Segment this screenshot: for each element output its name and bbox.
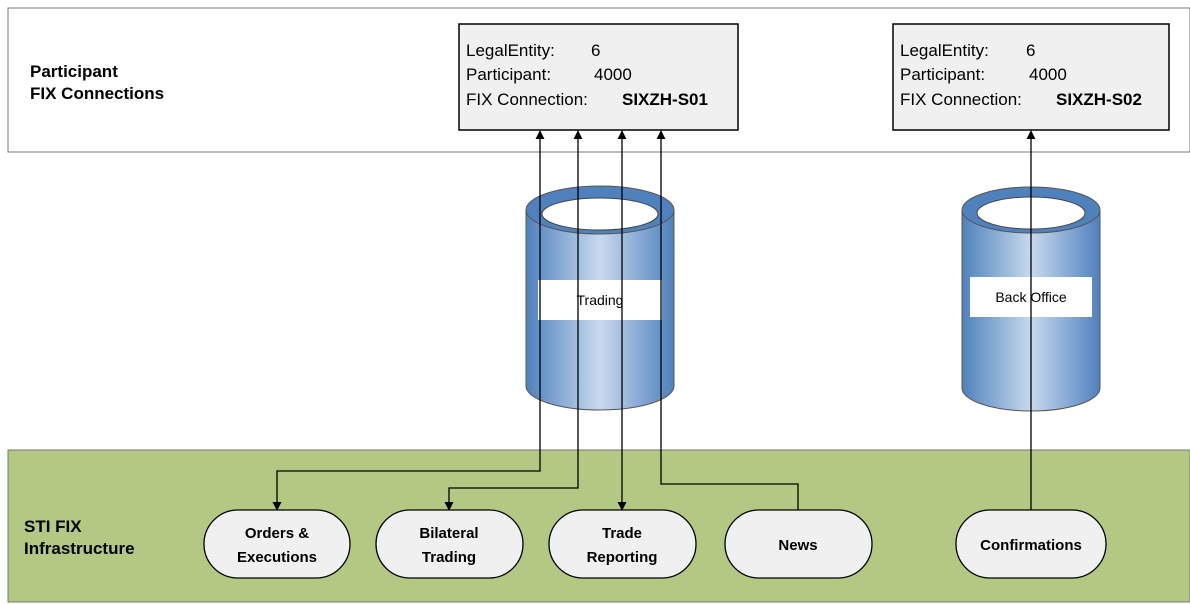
participant-label: Participant: — [900, 65, 985, 84]
service-node-confirmations: Confirmations — [955, 509, 1107, 579]
fix-connection-value: SIXZH-S01 — [622, 90, 708, 109]
legal-entity-value: 6 — [1026, 41, 1035, 60]
trading-channel-cylinder: Trading — [525, 185, 675, 411]
trading-channel-label: Trading — [577, 292, 624, 308]
service-node-news: News — [724, 509, 873, 579]
legal-entity-label: LegalEntity: — [900, 41, 989, 60]
service-node-label-line1: Bilateral — [419, 525, 478, 542]
connection-box-s01: LegalEntity: 6 Participant: 4000 FIX Con… — [458, 23, 739, 131]
connection-box-s02: LegalEntity: 6 Participant: 4000 FIX Con… — [892, 23, 1170, 131]
service-node-bilateral-trading: Bilateral Trading — [375, 509, 524, 579]
service-node-orders-executions: Orders & Executions — [203, 509, 351, 579]
service-node-label-line1: News — [778, 537, 817, 554]
legal-entity-label: LegalEntity: — [466, 41, 555, 60]
participant-band-title-line2: FIX Connections — [30, 84, 164, 103]
service-node-trade-reporting: Trade Reporting — [548, 509, 697, 579]
infrastructure-band-title-line2: Infrastructure — [24, 539, 135, 558]
service-node-label-line2: Reporting — [587, 549, 658, 566]
participant-band-title: Participant FIX Connections — [30, 62, 164, 103]
service-node-label-line1: Trade — [602, 525, 642, 542]
bilateral-trading-connector — [444, 130, 583, 511]
service-node-label-line2: Executions — [237, 549, 317, 566]
connector-lines — [272, 130, 1036, 511]
participant-value: 4000 — [1029, 65, 1067, 84]
service-node-label-line1: Orders & — [245, 525, 309, 542]
participant-band-title-line1: Participant — [30, 62, 118, 81]
infrastructure-band-title-line1: STI FIX — [24, 517, 82, 536]
participant-label: Participant: — [466, 65, 551, 84]
service-node-label-line2: Trading — [422, 549, 476, 566]
fix-connection-label: FIX Connection: — [466, 90, 588, 109]
fix-connection-value: SIXZH-S02 — [1056, 90, 1142, 109]
fix-connection-label: FIX Connection: — [900, 90, 1022, 109]
news-connector — [656, 130, 799, 510]
participant-value: 4000 — [594, 65, 632, 84]
infrastructure-band-title: STI FIX Infrastructure — [24, 517, 135, 558]
legal-entity-value: 6 — [591, 41, 600, 60]
service-node-label-line1: Confirmations — [980, 537, 1082, 554]
